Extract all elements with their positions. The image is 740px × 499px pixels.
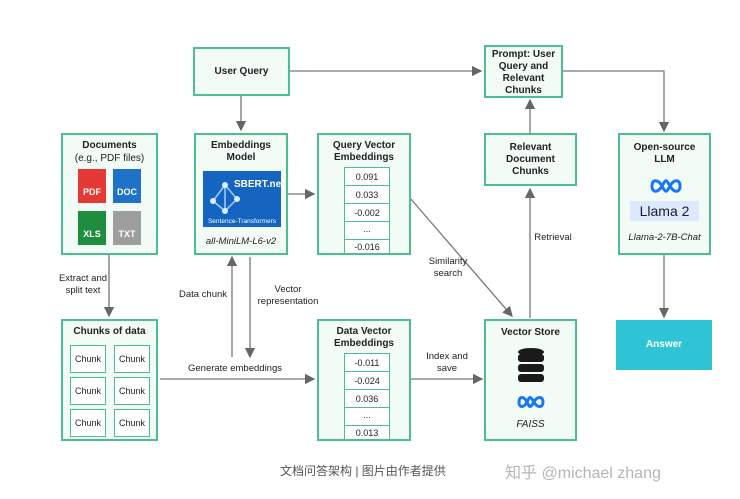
vector-store-title: Vector Store [501,327,560,338]
data-vector-box: Data Vector Embeddings -0.011 -0.024 0.0… [317,319,411,441]
data-vector-title-2: Embeddings [333,338,394,349]
txt-file-icon: TXT [113,211,141,245]
doc-file-icon: DOC [113,169,141,203]
index-label-2: save [436,363,458,374]
relevant-chunks-label-2: Document [506,154,555,165]
arrow-queryvector-to-vectorstore [409,197,513,317]
faiss-label: FAISS [516,419,545,430]
data-vector-cell: -0.011 [344,353,390,372]
query-vector-title-1: Query Vector [332,140,396,151]
prompt-box: Prompt: User Query and Relevant Chunks [484,45,563,98]
chunks-box: Chunks of data Chunk Chunk Chunk Chunk C… [61,319,158,441]
index-label-1: Index and [426,351,468,362]
relevant-chunks-label-1: Relevant [509,142,552,153]
llm-box: Open-source LLM Llama 2 Llama-2-7B-Chat [618,133,711,255]
documents-title: Documents [82,140,137,151]
user-query-label: User Query [214,66,269,77]
llm-title-2: LLM [654,154,675,165]
chunk-item: Chunk [70,409,106,437]
user-query-box: User Query [193,47,290,96]
chunk-item: Chunk [70,377,106,405]
query-vector-cell: 0.033 [344,185,390,204]
data-chunk-label: Data chunk [178,289,228,300]
answer-box: Answer [616,320,712,370]
embeddings-model-title-2: Model [226,152,256,163]
similarity-label-1: Similarity [428,256,468,267]
vector-store-box: Vector Store FAISS [484,319,577,441]
chunk-item: Chunk [114,409,150,437]
prompt-label-3: Relevant [502,73,545,84]
documents-box: Documents (e.g., PDF files) PDF DOC XLS … [61,133,158,255]
llama-logo: Llama 2 [630,201,699,221]
query-vector-cell: -0.002 [344,203,390,222]
relevant-chunks-label-3: Chunks [512,166,549,177]
data-vector-cell: -0.024 [344,371,390,390]
similarity-label-2: search [433,268,463,279]
data-vector-cell: ... [344,407,390,426]
watermark: 知乎 @michael zhang [505,465,661,482]
prompt-label-4: Chunks [505,85,542,96]
data-vector-cell: 0.013 [344,425,390,440]
extract-label-2: split text [65,285,101,296]
embeddings-model-box: Embeddings Model SBERT.net Sentence-Tran… [194,133,288,255]
query-vector-cell: 0.091 [344,167,390,186]
chunk-item: Chunk [114,345,150,373]
pdf-label: PDF [83,187,101,197]
embeddings-model-name: all-MiniLM-L6-v2 [205,236,277,247]
llm-model-name: Llama-2-7B-Chat [628,232,701,243]
chunk-item: Chunk [70,345,106,373]
query-vector-cell: -0.016 [344,239,390,254]
embeddings-model-title-1: Embeddings [210,140,271,151]
query-vector-title-2: Embeddings [333,152,394,163]
extract-label-1: Extract and [58,273,108,284]
retrieval-label: Retrieval [534,232,572,243]
prompt-label-1: Prompt: User [491,49,556,60]
query-vector-box: Query Vector Embeddings 0.091 0.033 -0.0… [317,133,411,255]
relevant-chunks-box: Relevant Document Chunks [484,133,577,186]
query-vector-cell: ... [344,221,390,240]
footer-caption: 文档问答架构 | 图片由作者提供 [280,464,446,478]
sbert-logo-subtext: Sentence-Transformers [207,218,277,225]
vector-rep-label-2: representation [257,296,319,307]
chunks-title: Chunks of data [73,326,146,337]
arrow-prompt-to-llm [563,70,670,133]
xls-file-icon: XLS [78,211,106,245]
meta-logo-icon [517,396,545,408]
data-vector-cell: 0.036 [344,389,390,408]
data-vector-title-1: Data Vector [336,326,392,337]
pdf-file-icon: PDF [78,169,106,203]
chunk-item: Chunk [114,377,150,405]
documents-subtitle: (e.g., PDF files) [74,153,145,164]
generate-label: Generate embeddings [187,363,282,374]
sbert-logo: SBERT.net Sentence-Transformers [203,171,285,227]
prompt-label-2: Query and [498,61,549,72]
doc-label: DOC [117,187,137,197]
answer-label: Answer [645,339,683,350]
llm-title-1: Open-source [633,142,696,153]
txt-label: TXT [118,229,136,239]
molecule-icon [210,182,240,214]
sbert-logo-text: SBERT.net [234,179,285,190]
meta-logo-icon [650,179,682,193]
vector-rep-label-1: Vector [274,284,302,295]
xls-label: XLS [83,229,101,239]
database-icon [518,348,544,382]
